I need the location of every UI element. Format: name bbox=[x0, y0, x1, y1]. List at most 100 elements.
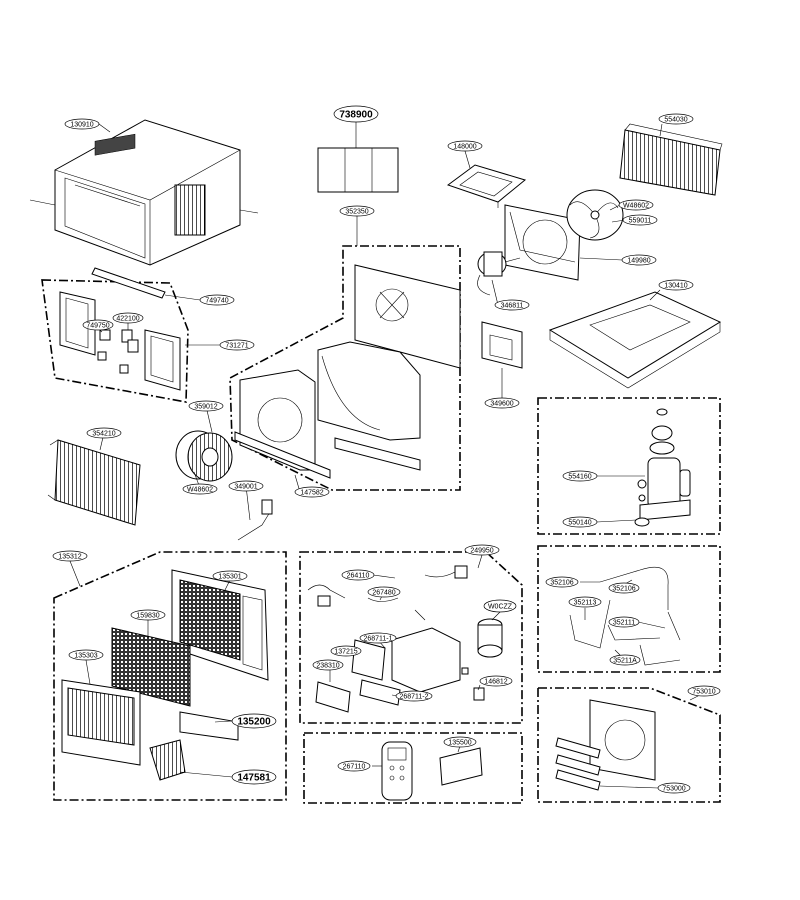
part-number-label: 749740 bbox=[205, 298, 228, 305]
callout-264110: 264110 bbox=[341, 569, 375, 581]
callout-731271: 731271 bbox=[219, 339, 255, 351]
part-number-label: 354210 bbox=[92, 431, 115, 438]
fan-housing bbox=[234, 264, 461, 479]
label-sheet bbox=[317, 147, 399, 193]
part-number-label: 731271 bbox=[225, 343, 248, 350]
part-number-label: 159830 bbox=[136, 613, 159, 620]
part-number-label: 738900 bbox=[339, 110, 373, 121]
part-labels: 130910 738900 554030 148000 352350 W4860… bbox=[52, 105, 721, 794]
callout-352111: 352111 bbox=[608, 616, 640, 628]
part-number-label: W48602 bbox=[623, 203, 649, 210]
callout-554030: 554030 bbox=[658, 113, 694, 125]
part-number-label: 147582 bbox=[300, 490, 323, 497]
front-grille-parts bbox=[61, 569, 269, 781]
callout-550140: 550140 bbox=[562, 516, 598, 528]
callout-W48602b: W48602 bbox=[182, 483, 218, 495]
group-evaporator-frame bbox=[537, 687, 721, 803]
condenser-fan-blade bbox=[566, 189, 624, 241]
part-number-label: 359012 bbox=[194, 404, 217, 411]
part-number-label: 422100 bbox=[116, 316, 139, 323]
part-number-label: 238310 bbox=[316, 663, 339, 670]
part-number-label: 135303 bbox=[74, 653, 97, 660]
motor-mount bbox=[481, 321, 523, 369]
callout-359012: 359012 bbox=[188, 400, 224, 412]
callout-135200: 135200 bbox=[231, 713, 277, 729]
part-number-label: 753000 bbox=[662, 786, 685, 793]
part-number-label: 249950 bbox=[470, 548, 493, 555]
fan-shroud bbox=[504, 204, 581, 281]
refrigerant-pipes bbox=[569, 566, 681, 666]
part-number-label: 352113 bbox=[574, 600, 597, 607]
callout-238310: 238310 bbox=[312, 659, 344, 671]
callout-268711-1: 268711-1 bbox=[359, 632, 397, 644]
callout-352106a: 352106 bbox=[545, 576, 579, 588]
callout-159830: 159830 bbox=[130, 609, 166, 621]
part-number-label: W0CZZ bbox=[488, 604, 513, 611]
part-number-label: 149980 bbox=[627, 258, 650, 265]
callout-352350: 352350 bbox=[339, 205, 375, 217]
part-number-label: 135301 bbox=[218, 574, 241, 581]
power-cord bbox=[237, 499, 273, 541]
callout-349001: 349001 bbox=[228, 480, 264, 492]
remote-parts bbox=[381, 741, 483, 801]
blower-wheel bbox=[175, 430, 233, 482]
part-number-label: 35211A bbox=[613, 658, 637, 665]
part-number-label: W48602 bbox=[187, 487, 213, 494]
evaporator-coil bbox=[47, 439, 141, 526]
group-control-box bbox=[41, 279, 189, 403]
part-number-label: 352111 bbox=[613, 620, 635, 627]
part-number-label: 554030 bbox=[664, 117, 687, 124]
part-number-label: 268711-2 bbox=[399, 694, 428, 701]
callout-135303: 135303 bbox=[68, 649, 104, 661]
compressor bbox=[634, 408, 691, 527]
part-number-label: 346811 bbox=[501, 303, 524, 310]
group-compressor bbox=[537, 397, 721, 535]
group-borders bbox=[41, 245, 721, 804]
part-number-label: 135312 bbox=[58, 554, 81, 561]
part-number-label: 264110 bbox=[347, 573, 370, 580]
callout-149980: 149980 bbox=[621, 254, 657, 266]
callout-35211A: 35211A bbox=[609, 654, 641, 666]
callout-738900: 738900 bbox=[333, 105, 379, 123]
group-electrical bbox=[299, 551, 523, 724]
part-number-label: 349001 bbox=[234, 484, 257, 491]
part-number-label: 352106 bbox=[612, 586, 635, 593]
callout-749740: 749740 bbox=[199, 294, 235, 306]
callout-352113: 352113 bbox=[568, 596, 602, 608]
cabinet-case bbox=[29, 119, 259, 266]
part-number-label: 349600 bbox=[490, 401, 513, 408]
condenser-coil bbox=[619, 123, 723, 196]
callout-146812: 146812 bbox=[479, 675, 513, 687]
callout-147581: 147581 bbox=[231, 769, 277, 785]
part-number-label: 146812 bbox=[484, 679, 507, 686]
part-number-label: 135500 bbox=[448, 740, 471, 747]
part-number-label: 148000 bbox=[453, 144, 476, 151]
callout-268711-2: 268711-2 bbox=[395, 690, 433, 702]
callout-559011: 559011 bbox=[622, 214, 658, 226]
part-number-label: 267110 bbox=[343, 764, 366, 771]
part-number-label: 130410 bbox=[664, 283, 687, 290]
callout-267110: 267110 bbox=[337, 760, 371, 772]
callout-W0CZZ: W0CZZ bbox=[483, 599, 517, 613]
part-number-label: 749750 bbox=[86, 323, 109, 330]
control-box-parts bbox=[59, 267, 181, 391]
group-remote bbox=[303, 732, 523, 804]
callout-249950: 249950 bbox=[464, 544, 500, 556]
callout-137215: 137215 bbox=[330, 645, 362, 657]
callout-753010: 753010 bbox=[687, 685, 721, 697]
callout-352106b: 352106 bbox=[608, 582, 640, 594]
part-number-label: 753010 bbox=[692, 689, 715, 696]
evaporator-frame bbox=[555, 699, 656, 791]
callout-346811: 346811 bbox=[494, 299, 530, 311]
part-number-label: 550140 bbox=[568, 520, 591, 527]
callout-W48602a: W48602 bbox=[618, 199, 654, 211]
part-number-label: 137215 bbox=[334, 649, 357, 656]
callout-422100: 422100 bbox=[112, 312, 144, 324]
part-number-label: 130910 bbox=[70, 122, 93, 129]
part-number-label: 352106 bbox=[550, 580, 573, 587]
group-fan-housing bbox=[229, 245, 461, 491]
part-number-label: 267480 bbox=[372, 590, 395, 597]
callout-354210: 354210 bbox=[86, 427, 122, 439]
callout-349600: 349600 bbox=[484, 397, 520, 409]
